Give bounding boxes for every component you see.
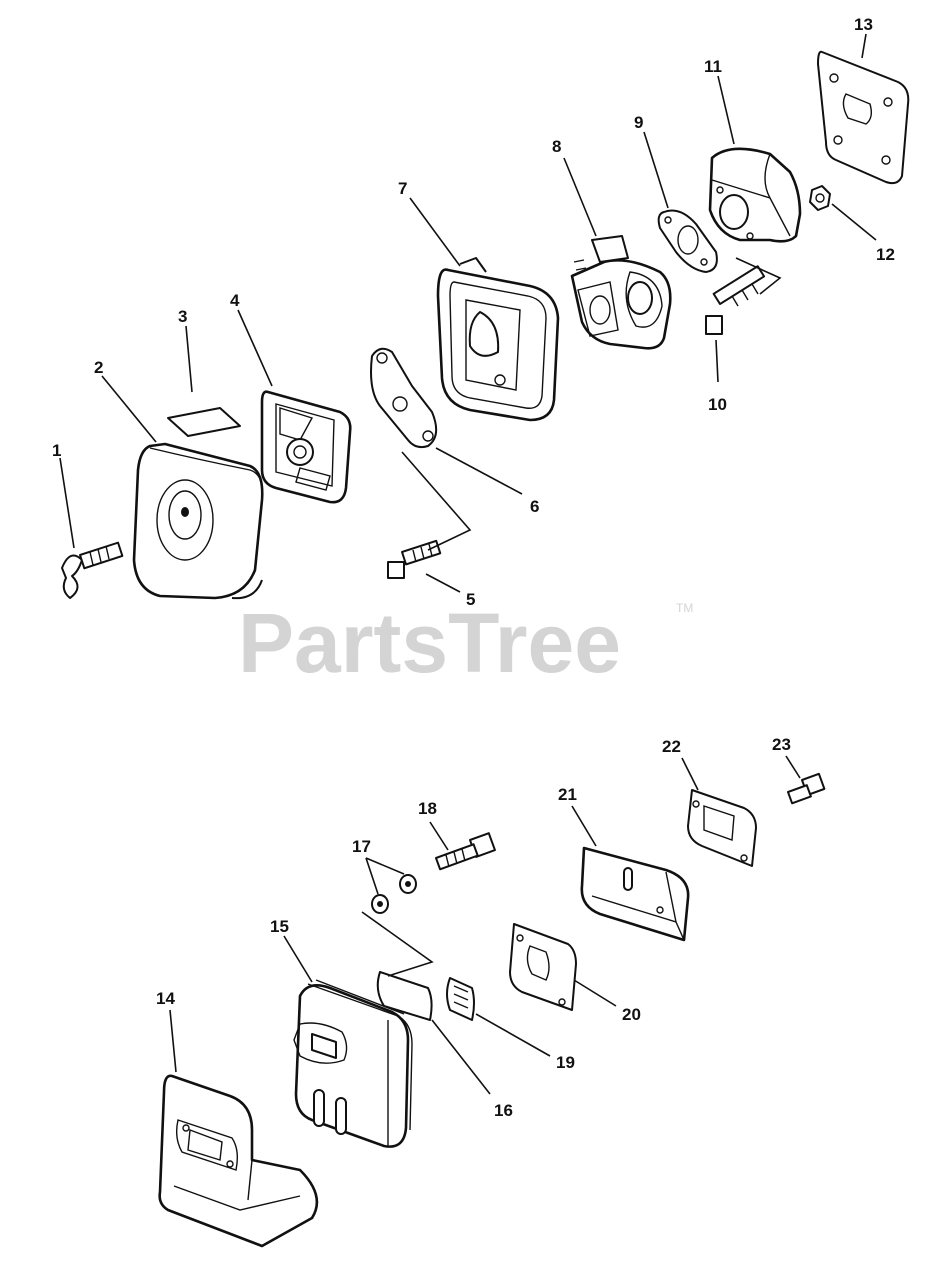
callout-14: 14 xyxy=(156,989,175,1008)
part-8-carburetor[interactable] xyxy=(570,235,672,350)
callout-9: 9 xyxy=(634,113,643,132)
part-22-gasket[interactable] xyxy=(687,789,757,867)
part-16-gasket[interactable] xyxy=(376,971,433,1021)
part-11-insulator[interactable] xyxy=(708,147,802,243)
watermark-trademark: TM xyxy=(676,601,693,615)
part-21-cover-plate[interactable] xyxy=(580,846,690,942)
watermark-text: PartsTree xyxy=(238,596,621,690)
callout-18: 18 xyxy=(418,799,437,818)
callout-23: 23 xyxy=(772,735,791,754)
callout-22: 22 xyxy=(662,737,681,756)
callout-8: 8 xyxy=(552,137,561,156)
callout-19: 19 xyxy=(556,1053,575,1072)
part-2-air-filter-cover[interactable] xyxy=(132,442,264,600)
part-4-filter-frame[interactable] xyxy=(260,390,352,504)
callout-11: 11 xyxy=(704,57,722,76)
callout-17: 17 xyxy=(352,837,371,856)
part-9-gasket[interactable] xyxy=(657,209,718,273)
callout-3: 3 xyxy=(178,307,187,326)
callout-10: 10 xyxy=(708,395,727,414)
callout-13: 13 xyxy=(854,15,873,34)
callout-16: 16 xyxy=(494,1101,513,1120)
part-13-gasket-plate[interactable] xyxy=(817,50,910,185)
part-3-filter-pad[interactable] xyxy=(167,407,241,437)
upper-leader-lines xyxy=(59,33,877,593)
part-17-washers[interactable] xyxy=(371,874,417,914)
guide-line-10-11 xyxy=(735,257,782,295)
lower-leader-lines xyxy=(169,755,801,1095)
part-5-bolt[interactable] xyxy=(387,539,442,579)
guide-line-16-17 xyxy=(361,911,434,977)
callout-12: 12 xyxy=(876,245,895,264)
callout-15: 15 xyxy=(270,917,289,936)
part-1-wing-bolt[interactable] xyxy=(61,541,124,599)
part-20-gasket-plate[interactable] xyxy=(509,923,577,1011)
part-15-muffler[interactable] xyxy=(293,979,413,1148)
part-7-filter-base[interactable] xyxy=(436,257,560,422)
callout-2: 2 xyxy=(94,358,103,377)
part-18-bolt[interactable] xyxy=(434,832,496,871)
part-12-nut[interactable] xyxy=(809,185,831,211)
callout-6: 6 xyxy=(530,497,539,516)
part-19-spark-screen[interactable] xyxy=(446,977,475,1021)
callout-21: 21 xyxy=(558,785,577,804)
callout-4: 4 xyxy=(230,291,240,310)
callout-1: 1 xyxy=(52,441,61,460)
callout-20: 20 xyxy=(622,1005,641,1024)
part-14-heat-shield[interactable] xyxy=(158,1074,319,1248)
part-6-bracket-plate[interactable] xyxy=(370,347,438,449)
callout-5: 5 xyxy=(466,590,475,609)
callout-labels: 1 2 3 4 5 6 7 8 9 10 11 12 13 14 15 16 1… xyxy=(52,15,895,1120)
callout-7: 7 xyxy=(398,179,407,198)
guide-line-5-6 xyxy=(401,451,472,551)
part-10-bolt[interactable] xyxy=(705,265,766,335)
part-23-bolt[interactable] xyxy=(787,772,826,805)
